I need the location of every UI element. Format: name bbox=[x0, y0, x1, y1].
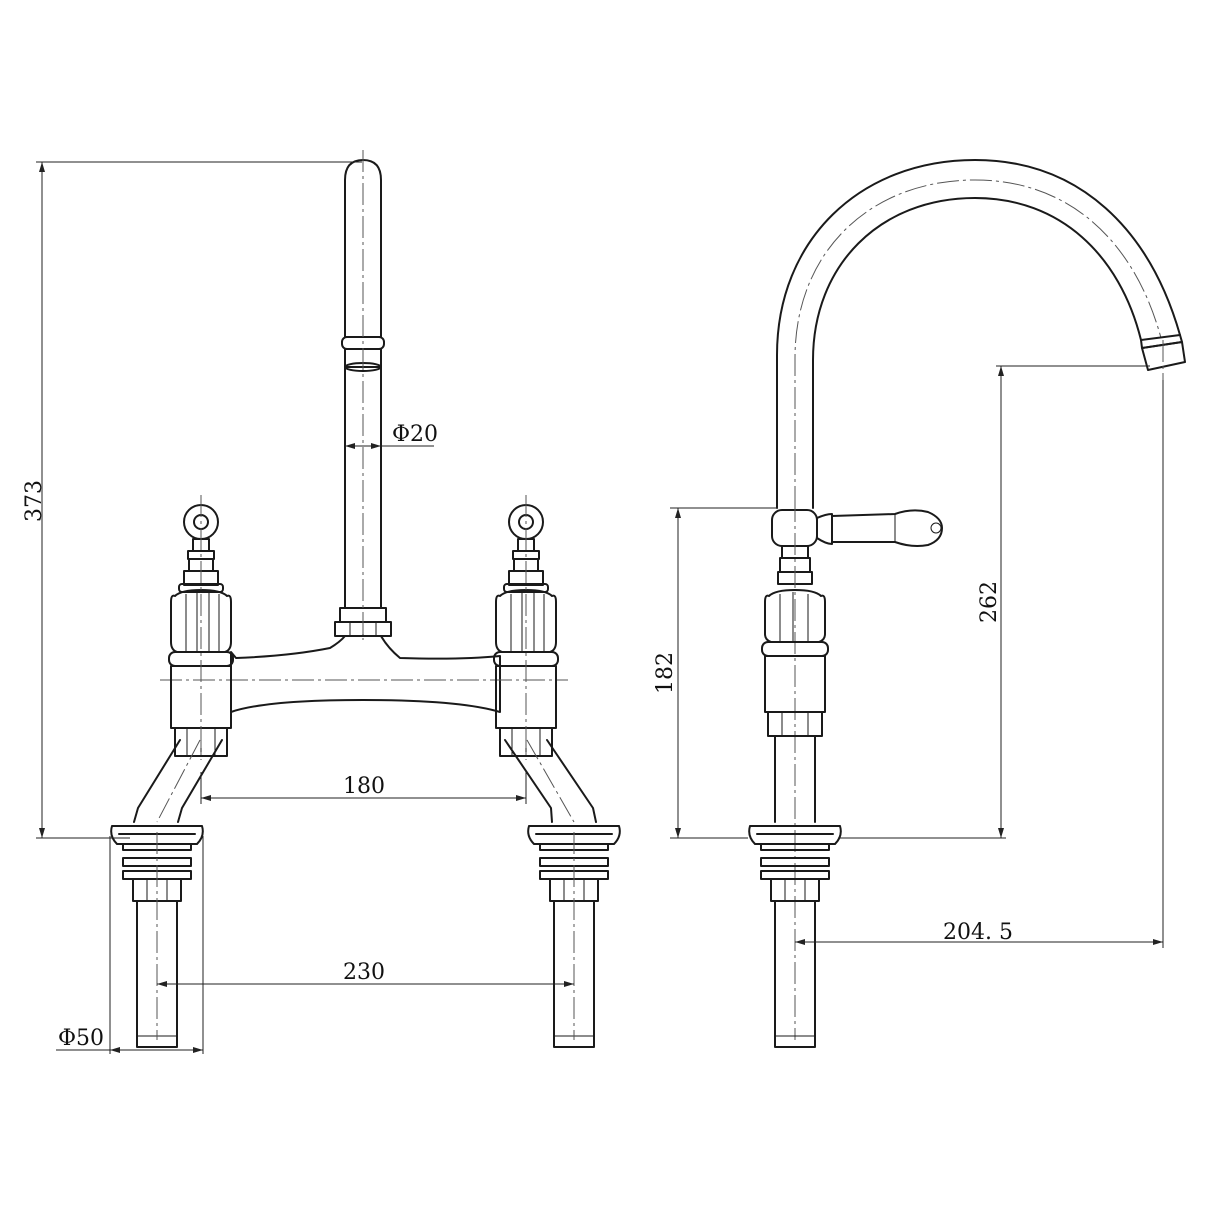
spout-reach-label: 204. 5 bbox=[943, 920, 1013, 945]
dimension-base-diameter: Φ50 bbox=[56, 836, 204, 1054]
dimension-handle-spacing: 180 bbox=[200, 772, 527, 804]
dimension-lever-height: 182 bbox=[653, 507, 778, 839]
tail-spacing-label: 230 bbox=[343, 960, 385, 985]
lever-height-label: 182 bbox=[653, 652, 678, 694]
bridge-mixer-front-view bbox=[110, 150, 621, 1048]
dimension-total-height: 373 bbox=[22, 161, 362, 839]
dimension-spout-reach: 204. 5 bbox=[795, 380, 1164, 948]
mixer-side-view bbox=[748, 159, 1186, 1048]
spout-diameter-label: Φ20 bbox=[392, 422, 438, 447]
dimension-tail-spacing: 230 bbox=[157, 960, 574, 987]
dimension-spout-diameter: Φ20 bbox=[345, 422, 438, 449]
handle-spacing-label: 180 bbox=[343, 774, 385, 799]
spout-outlet-height-label: 262 bbox=[977, 581, 1002, 623]
dimension-spout-outlet-height: 262 bbox=[838, 365, 1150, 839]
total-height-label: 373 bbox=[22, 480, 47, 522]
base-diameter-label: Φ50 bbox=[58, 1026, 104, 1051]
